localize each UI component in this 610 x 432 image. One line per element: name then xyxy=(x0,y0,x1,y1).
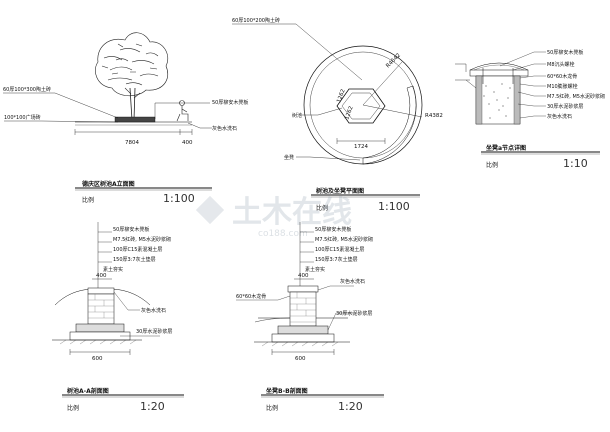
section-a-callout-2: M7.5红砖, M5水泥砂浆砌 xyxy=(113,236,171,243)
elevation-callout-mid-left: 100*100广场砖 xyxy=(4,114,41,121)
detail-callout-group-callout-6: 30厚水泥砂浆层 xyxy=(547,103,583,110)
section-b-dim-top: 400 xyxy=(298,273,309,279)
detail-callout-group-callout-4: M10膨胀螺栓 xyxy=(547,83,578,90)
plan-scale: 1:100 xyxy=(378,200,410,213)
plan-dim-bottom: 1724 xyxy=(354,144,368,150)
detail-hatch xyxy=(483,83,511,119)
detail-callout-group-callout-7: 灰色水洗石 xyxy=(547,113,572,120)
section-b-brick-hatch xyxy=(290,292,316,323)
plan-title: 树池及坐凳平面图 xyxy=(316,187,364,195)
section-b-mid-label: 素土夯实 xyxy=(305,266,325,273)
section-a-title: 树池A-A剖面图 xyxy=(67,387,109,395)
watermark-main: 土木在线 xyxy=(232,195,352,230)
detail-callout-group-callout-1: 50厚柳安木凳板 xyxy=(547,49,583,56)
section-a-scale: 1:20 xyxy=(140,400,165,413)
person-figure-icon xyxy=(176,100,189,122)
elevation-scale-prefix: 比例 xyxy=(82,196,94,204)
section-b-callout-3: 100厚C15素混凝土层 xyxy=(315,246,364,253)
section-b-scale-prefix: 比例 xyxy=(266,404,278,412)
elevation-callout-right-bottom: 灰色水洗石 xyxy=(212,125,237,132)
elevation-scale: 1:100 xyxy=(163,192,195,205)
detail-title: 坐凳a节点详图 xyxy=(486,144,526,152)
section-b-right-upper: 灰色水洗石 xyxy=(340,278,365,285)
section-a-dim-top: 400 xyxy=(96,273,107,279)
plan-dim-r-outer: R4642 xyxy=(385,53,402,70)
plan-view: R4642 R4382 1262 1262 1724 60厚100*200陶土砖… xyxy=(232,17,443,213)
plan-scale-prefix: 比例 xyxy=(316,204,328,212)
section-b-earth-hatch xyxy=(261,341,339,347)
plan-dim-hex-a: 1262 xyxy=(336,88,346,103)
detail-view: 50厚柳安木凳板 M8沉头螺栓 60*60木龙骨 M10膨胀螺栓 M7.5红砖, M5水… xyxy=(455,49,605,170)
plan-callout-left-mid: 树池 xyxy=(292,112,302,119)
section-b-title: 坐凳B-B剖面图 xyxy=(266,387,308,395)
elevation-dim-total: 7804 xyxy=(125,140,139,146)
plan-callout-top: 60厚100*200陶土砖 xyxy=(232,17,280,24)
section-a-right-upper: 灰色水洗石 xyxy=(141,307,166,314)
section-b-view: 50厚柳安木凳板 M7.5红砖, M5水泥砂浆砌 100厚C15素混凝土层 150厚3… xyxy=(236,222,384,413)
detail-scale-prefix: 比例 xyxy=(486,161,498,169)
section-a-callout-3: 100厚C15素混凝土层 xyxy=(113,246,162,253)
section-b-dim-bottom: 600 xyxy=(295,356,306,362)
section-b-scale: 1:20 xyxy=(338,400,363,413)
section-b-callout-4: 150厚3:7灰土垫层 xyxy=(315,256,358,263)
elevation-callout-top-left: 60厚100*300陶土砖 xyxy=(3,86,51,93)
elevation-title: 德庆区树池A立面图 xyxy=(81,180,135,188)
section-a-callout-1: 50厚柳安木凳板 xyxy=(113,226,149,233)
tree-icon xyxy=(95,32,169,121)
section-a-mid-label: 素土夯实 xyxy=(103,266,123,273)
detail-callout-group-callout-3: 60*60木龙骨 xyxy=(547,73,577,80)
plan-callout-left-bottom: 坐凳 xyxy=(284,154,294,161)
section-b-left-label: 60*60木龙骨 xyxy=(236,293,266,300)
section-a-earth-hatch xyxy=(59,339,137,345)
watermark-logo-icon xyxy=(195,195,225,225)
section-a-scale-prefix: 比例 xyxy=(67,404,79,412)
section-b-right-lower: 30厚水泥砂浆层 xyxy=(336,310,372,317)
elevation-dim-small: 400 xyxy=(182,140,193,146)
section-a-callout-4: 150厚3:7灰土垫层 xyxy=(113,256,156,263)
plan-dim-hex-b: 1262 xyxy=(344,105,354,120)
watermark-sub: co188.com xyxy=(258,229,308,239)
section-b-callouts: 50厚柳安木凳板 M7.5红砖, M5水泥砂浆砌 100厚C15素混凝土层 150厚3… xyxy=(315,226,373,263)
section-b-callout-2: M7.5红砖, M5水泥砂浆砌 xyxy=(315,236,373,243)
section-a-right-lower: 30厚水泥砂浆层 xyxy=(136,328,172,335)
section-a-callouts: 50厚柳安木凳板 M7.5红砖, M5水泥砂浆砌 100厚C15素混凝土层 150厚3… xyxy=(113,226,171,263)
plan-dim-r-inner: R4382 xyxy=(425,113,443,119)
elevation-view: 7804 400 60厚100*300陶土砖 100*100广场砖 50厚柳安木… xyxy=(3,32,248,205)
section-b-callout-1: 50厚柳安木凳板 xyxy=(315,226,351,233)
section-a-brick-hatch xyxy=(88,294,114,319)
detail-callout-group-callout-2: M8沉头螺栓 xyxy=(547,61,575,68)
detail-callouts: 50厚柳安木凳板 M8沉头螺栓 60*60木龙骨 M10膨胀螺栓 M7.5红砖, M5水… xyxy=(547,49,605,120)
detail-scale: 1:10 xyxy=(563,157,588,170)
section-a-dim-bottom: 600 xyxy=(92,356,103,362)
elevation-callout-right-top: 50厚柳安木凳板 xyxy=(212,99,248,106)
detail-callout-group-callout-5: M7.5红砖, M5水泥砂浆砌 xyxy=(547,93,605,100)
section-a-view: 50厚柳安木凳板 M7.5红砖, M5水泥砂浆砌 100厚C15素混凝土层 150厚3… xyxy=(52,222,184,413)
